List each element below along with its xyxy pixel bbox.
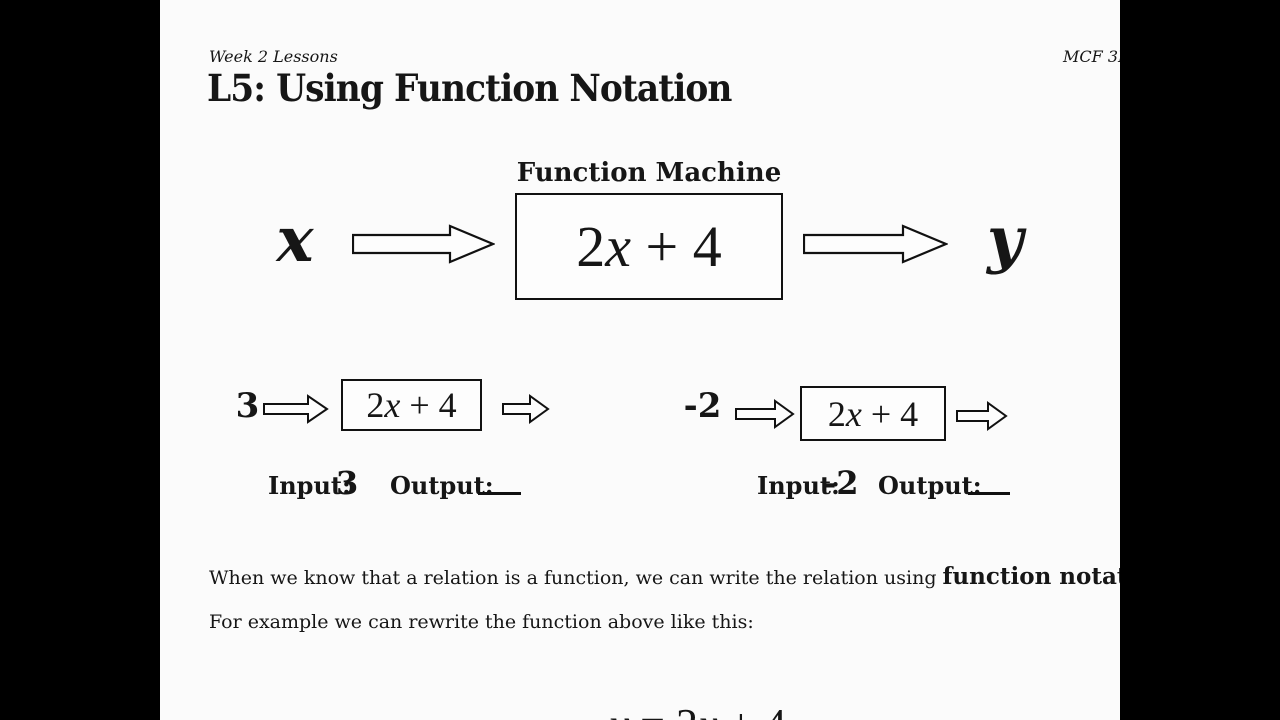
machine-output-variable: y xyxy=(986,203,1024,276)
input-label: Input: xyxy=(757,471,840,500)
output-label: Output: xyxy=(390,471,494,500)
input-value: 3 xyxy=(336,464,359,502)
course-week-label: Week 2 Lessons xyxy=(209,47,338,66)
rule-rest: + 4 xyxy=(400,385,457,425)
rule-variable: x xyxy=(384,385,401,425)
function-machine-label: Function Machine xyxy=(516,158,782,188)
rule-coefficient: 2 xyxy=(576,214,606,279)
formula-rest: + 4 xyxy=(718,700,787,720)
worksheet-page: Week 2 Lessons MCF 3M L5: Using Function… xyxy=(160,0,1120,720)
notation-sentence: When we know that a relation is a functi… xyxy=(209,563,1120,590)
formula-variable: x xyxy=(698,700,718,720)
sentence-regular-text: When we know that a relation is a functi… xyxy=(209,567,943,589)
letterbox-right xyxy=(1120,0,1280,720)
rule-variable: x xyxy=(845,393,862,434)
example2-input-number: -2 xyxy=(683,386,722,426)
example2-input-arrow-icon xyxy=(735,399,795,429)
example-intro-sentence: For example we can rewrite the function … xyxy=(209,611,754,633)
rule-coefficient: 2 xyxy=(366,385,385,425)
sentence-bold-term: function notation. xyxy=(942,563,1120,590)
function-formula: y = 2x + 4 xyxy=(515,648,815,720)
input-arrow-icon xyxy=(352,224,495,264)
page-title: L5: Using Function Notation xyxy=(207,66,732,110)
machine-input-variable: x xyxy=(276,203,314,276)
rule-rest: + 4 xyxy=(861,393,919,434)
output-blank-line xyxy=(968,471,1010,495)
output-arrow-icon xyxy=(803,224,948,264)
course-code-label: MCF 3M xyxy=(1063,47,1120,66)
example1-output-arrow-icon xyxy=(502,394,550,424)
rule-variable: x xyxy=(605,214,632,279)
example1-input-arrow-icon xyxy=(263,394,329,424)
output-label: Output: xyxy=(878,471,982,500)
letterbox-left xyxy=(0,0,160,720)
formula-equals: = xyxy=(629,700,676,720)
input-label: Input: xyxy=(268,471,351,500)
input-value: -2 xyxy=(823,464,859,502)
output-blank-line xyxy=(478,471,521,495)
formula-lhs: y xyxy=(610,700,630,720)
rule-rest: + 4 xyxy=(631,214,722,279)
example1-input-number: 3 xyxy=(235,386,260,426)
rule-coefficient: 2 xyxy=(827,393,846,434)
formula-coefficient: 2 xyxy=(676,700,698,720)
example2-output-arrow-icon xyxy=(956,401,1008,431)
